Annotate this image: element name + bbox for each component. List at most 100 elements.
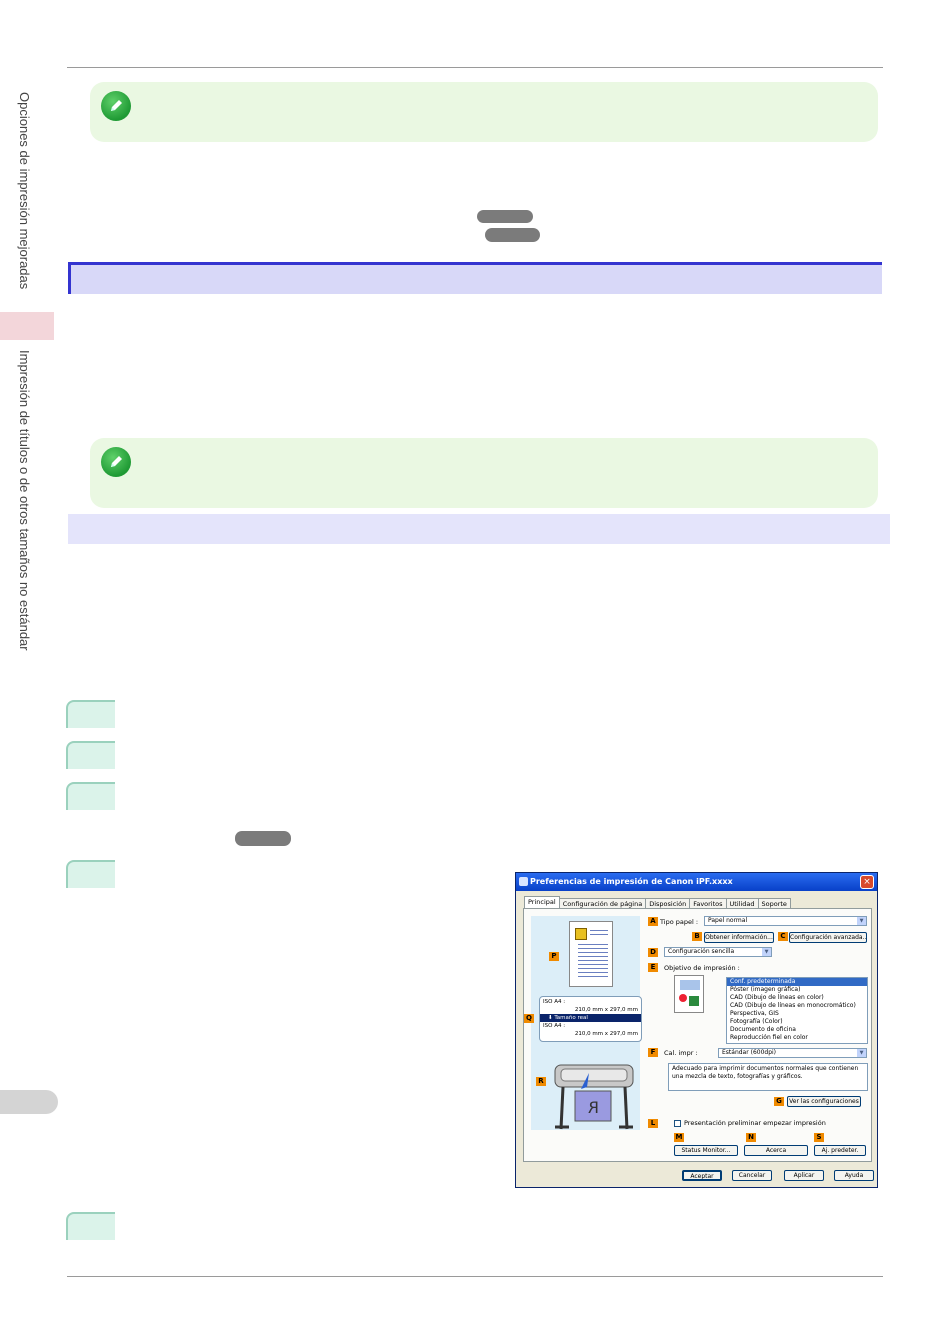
list-item[interactable]: Fotografía (Color): [730, 1018, 783, 1025]
svg-text:R: R: [588, 1098, 599, 1117]
apply-button[interactable]: Aplicar: [784, 1170, 824, 1181]
advanced-settings-button[interactable]: Configuración avanzada...: [789, 932, 867, 943]
list-item[interactable]: CAD (Dibujo de líneas en monocromático): [730, 1002, 856, 1009]
badge-a: A: [648, 917, 658, 926]
preview-text-line: [578, 976, 608, 977]
list-item[interactable]: Reproducción fiel en color: [730, 1034, 808, 1041]
preview-text-line: [578, 948, 608, 949]
media-type-label: Tipo papel :: [660, 918, 699, 926]
step-marker: [66, 782, 115, 810]
preview-text-line: [590, 934, 608, 935]
badge-d: D: [648, 948, 658, 957]
chapter-label: Opciones de impresión mejoradas: [17, 92, 32, 290]
chevron-down-icon[interactable]: ▼: [857, 1049, 866, 1057]
media-type-select[interactable]: Papel normal ▼: [704, 916, 867, 926]
dialog-titlebar: Preferencias de impresión de Canon iPF.x…: [516, 873, 877, 891]
preview-checkbox[interactable]: [674, 1120, 681, 1127]
input-size-dims: 210,0 mm x 297,0 mm: [574, 1007, 638, 1013]
badge-m: M: [674, 1133, 684, 1142]
printer-illustration: R: [554, 1064, 634, 1130]
section-marker: [0, 312, 54, 340]
print-target-label: Objetivo de impresión :: [664, 964, 740, 972]
top-rule: [67, 67, 883, 68]
list-item[interactable]: Perspectiva, GIS: [730, 1010, 779, 1017]
badge-c: C: [778, 932, 788, 941]
list-item[interactable]: Documento de oficina: [730, 1026, 796, 1033]
preview-checkbox-label: Presentación preliminar empezar impresió…: [684, 1119, 826, 1127]
subsection-heading-band: [68, 514, 890, 544]
mode-select[interactable]: Configuración sencilla ▼: [664, 947, 772, 957]
section-label: Impresión de títulos o de otros tamaños …: [17, 350, 32, 651]
printer-icon: [519, 877, 528, 886]
main-tab-panel: ISO A4 : 210,0 mm x 297,0 mm ⬇ Tamaño re…: [523, 908, 872, 1162]
badge-p: P: [549, 952, 559, 961]
pencil-icon: [101, 91, 131, 121]
chevron-down-icon[interactable]: ▼: [857, 917, 866, 925]
preview-text-line: [578, 944, 608, 945]
get-info-button[interactable]: Obtener información...: [704, 932, 774, 943]
preview-text-line: [578, 972, 608, 973]
media-type-value: Papel normal: [708, 917, 748, 924]
quality-select[interactable]: Estándar (600dpi) ▼: [718, 1048, 867, 1058]
preview-area: ISO A4 : 210,0 mm x 297,0 mm ⬇ Tamaño re…: [531, 916, 642, 1130]
step-marker: [66, 860, 115, 888]
preview-text-line: [578, 960, 608, 961]
quality-label: Cal. impr :: [664, 1049, 698, 1057]
dialog-title: Preferencias de impresión de Canon iPF.x…: [530, 877, 733, 886]
status-monitor-button[interactable]: Status Monitor...: [674, 1145, 738, 1156]
section-heading-band: [68, 262, 882, 294]
output-size-dims: 210,0 mm x 297,0 mm: [574, 1031, 638, 1037]
chevron-down-icon[interactable]: ▼: [762, 948, 771, 956]
list-item[interactable]: Póster (imagen gráfica): [730, 986, 801, 993]
close-button[interactable]: ×: [860, 875, 874, 889]
scale-label: ⬇ Tamaño real: [540, 1014, 641, 1022]
mode-value: Configuración sencilla: [668, 948, 735, 955]
preview-text-line: [590, 930, 608, 931]
preview-text-line: [578, 956, 608, 957]
badge-l: L: [648, 1119, 658, 1128]
view-settings-button[interactable]: Ver las configuraciones: [787, 1096, 861, 1107]
defaults-button[interactable]: Aj. predeter.: [814, 1145, 866, 1156]
output-size-label: ISO A4 :: [543, 1023, 566, 1029]
help-button[interactable]: Ayuda: [834, 1170, 874, 1181]
reference-link[interactable]: [477, 210, 533, 223]
about-button[interactable]: Acerca: [744, 1145, 808, 1156]
preview-text-line: [578, 952, 608, 953]
print-target-thumbnail: [674, 975, 704, 1013]
thumbnail-graphic: [679, 994, 687, 1002]
badge-e: E: [648, 963, 658, 972]
page-preview: [569, 921, 613, 987]
input-size-label: ISO A4 :: [543, 999, 566, 1005]
preview-text-line: [578, 964, 608, 965]
preview-image: [575, 928, 587, 940]
description-box: Adecuado para imprimir documentos normal…: [668, 1063, 868, 1091]
print-target-list[interactable]: Conf. predeterminada Póster (imagen gráf…: [726, 977, 868, 1044]
badge-f: F: [648, 1048, 658, 1057]
ok-button[interactable]: Aceptar: [682, 1170, 722, 1181]
tab-support[interactable]: Soporte: [757, 898, 791, 910]
down-arrow-icon: ⬇: [548, 1015, 555, 1021]
badge-s: S: [814, 1133, 824, 1142]
reference-link[interactable]: [235, 831, 291, 846]
pencil-icon: [101, 447, 131, 477]
step-marker: [66, 1212, 115, 1240]
size-summary-box: ISO A4 : 210,0 mm x 297,0 mm ⬇ Tamaño re…: [539, 996, 642, 1042]
list-item[interactable]: Conf. predeterminada: [727, 978, 867, 986]
scale-text: Tamaño real: [554, 1015, 588, 1021]
step-marker: [66, 741, 115, 769]
badge-q: Q: [524, 1014, 534, 1023]
list-item[interactable]: CAD (Dibujo de líneas en color): [730, 994, 824, 1001]
cancel-button[interactable]: Cancelar: [732, 1170, 772, 1181]
quality-value: Estándar (600dpi): [722, 1049, 777, 1056]
page-tab: [0, 1090, 58, 1114]
badge-g: G: [774, 1097, 784, 1106]
printing-preferences-dialog: Preferencias de impresión de Canon iPF.x…: [515, 872, 878, 1188]
badge-n: N: [746, 1133, 756, 1142]
thumbnail-graphic: [680, 980, 700, 990]
step-marker: [66, 700, 115, 728]
bottom-rule: [67, 1276, 883, 1277]
reference-link[interactable]: [485, 228, 540, 242]
badge-b: B: [692, 932, 702, 941]
note-box: [90, 438, 878, 508]
